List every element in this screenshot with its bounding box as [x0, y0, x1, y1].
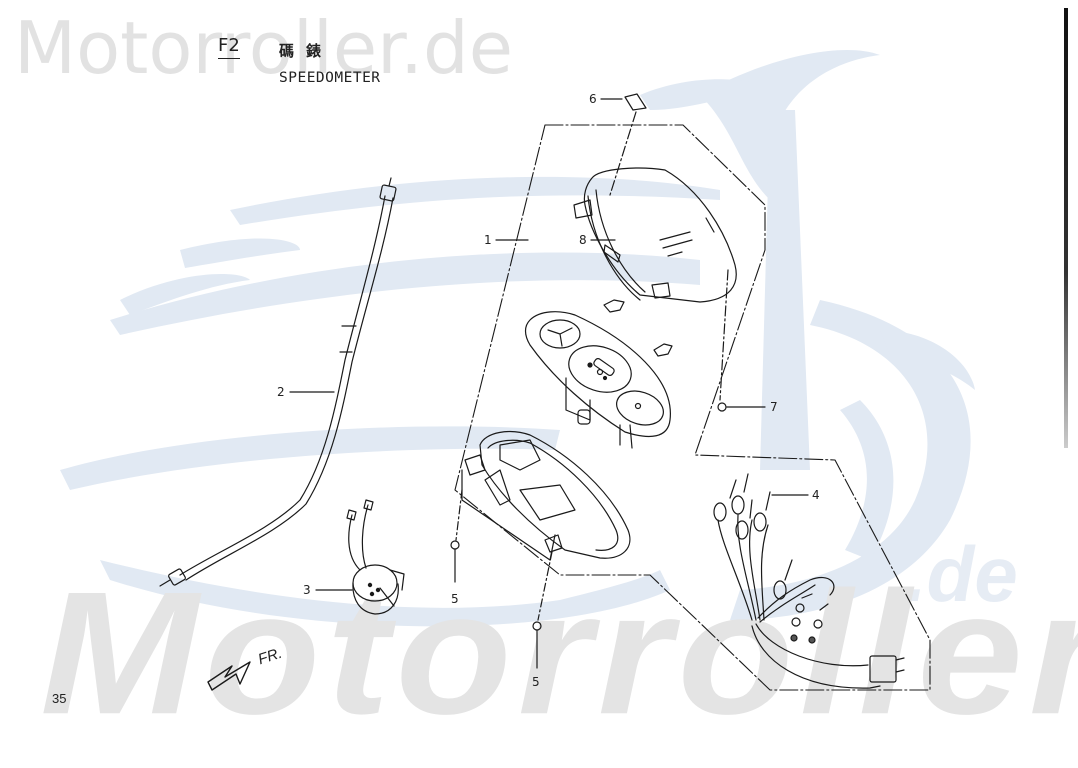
screw-part-7	[717, 269, 766, 412]
speedometer-housing-part	[461, 431, 631, 561]
callout-7: 7	[770, 400, 778, 414]
front-direction-arrow	[207, 661, 251, 691]
watermark-top-text: Motorroller.de	[14, 6, 514, 90]
figure-code: F2	[218, 36, 240, 59]
callout-6: 6	[589, 92, 597, 106]
lens-cover-part	[573, 167, 737, 303]
callout-4: 4	[812, 488, 820, 502]
screw-part-bottom	[532, 551, 553, 669]
callout-2: 2	[277, 385, 285, 399]
watermark-bottom-text: Motorroller	[40, 555, 1078, 751]
gauge-panel-part	[524, 311, 671, 449]
lens-clip-part	[609, 93, 647, 196]
callout-5-left: 5	[451, 592, 459, 606]
callout-5-bottom: 5	[532, 675, 540, 689]
figure-title: SPEEDOMETER	[279, 70, 381, 86]
figure-title-chinese: 碼錶	[279, 43, 334, 60]
callout-leaders	[289, 98, 623, 591]
wiring-harness-part	[713, 473, 905, 689]
page-number: 35	[52, 691, 67, 706]
assembly-boundary	[454, 124, 931, 691]
callout-1: 1	[484, 233, 492, 247]
page-edge-shadow	[1064, 8, 1068, 448]
callout-3: 3	[303, 583, 311, 597]
callout-8: 8	[579, 233, 587, 247]
indicator-bulbs	[603, 299, 673, 357]
watermark-domain-suffix: .de	[905, 530, 1018, 618]
bulb-socket-part	[346, 499, 405, 615]
screw-part-left	[450, 489, 463, 583]
speedometer-cable-part	[159, 177, 397, 587]
